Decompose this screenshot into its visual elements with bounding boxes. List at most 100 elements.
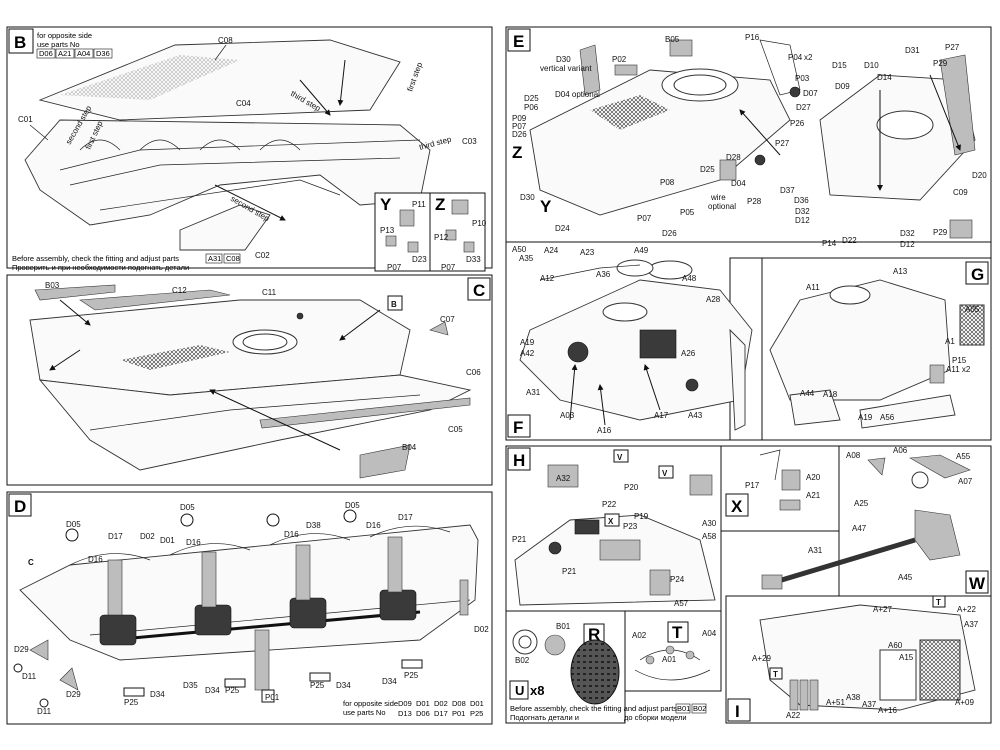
- label-c: C: [28, 558, 34, 567]
- label-p14: P14: [822, 239, 837, 248]
- lower-hull: [24, 119, 431, 226]
- label-a27: A+27: [873, 605, 892, 614]
- label-d07: D07: [803, 89, 818, 98]
- part-id: B02: [693, 704, 706, 713]
- label-a56: A56: [880, 413, 895, 422]
- label-d10: D10: [864, 61, 879, 70]
- panel-letter-t: T: [672, 623, 683, 642]
- label-c11: C11: [262, 288, 277, 297]
- label-a47: A47: [852, 524, 867, 533]
- label-d04-optional: D04 optional: [555, 90, 600, 99]
- label-wire: wire: [710, 193, 726, 202]
- label-p11: P11: [412, 200, 426, 209]
- label-a08: A08: [846, 451, 861, 460]
- label-p29: P29: [933, 59, 948, 68]
- wheel-disc-b01: [544, 634, 566, 656]
- label-b04: B04: [402, 443, 417, 452]
- sight-box: [639, 329, 677, 359]
- road-wheel-tire: [570, 639, 620, 705]
- label-a22: A22: [786, 711, 801, 720]
- label-p26: P26: [790, 119, 805, 128]
- part-id: P25: [470, 709, 483, 718]
- label-a19: A19: [858, 413, 873, 422]
- label-a22: A+22: [957, 605, 976, 614]
- part-id: A21: [58, 49, 71, 58]
- label-d16: D16: [366, 521, 381, 530]
- label-a25: A25: [854, 499, 869, 508]
- label-a29: A+29: [752, 654, 771, 663]
- label-p07: P07: [512, 122, 527, 131]
- note-line: for opposite side: [37, 31, 92, 40]
- label-d02: D02: [474, 625, 489, 634]
- label-a11-x2: A11 x2: [946, 365, 971, 374]
- label-p07: P07: [637, 214, 652, 223]
- label-a1: A1: [945, 337, 955, 346]
- label-p16: P16: [745, 33, 760, 42]
- label-p08: P08: [660, 178, 675, 187]
- label-p21: P21: [562, 567, 577, 576]
- label-a15: A15: [899, 653, 914, 662]
- part-c12: [79, 289, 231, 311]
- label-d16: D16: [88, 555, 103, 564]
- label-a37: A37: [862, 700, 877, 709]
- part-labels-g: A11 A13 A05 A1 P15 A11 x2 A44 A18 A19 A5…: [800, 267, 980, 422]
- part-id: D01: [470, 699, 484, 708]
- callout-x: X: [608, 517, 614, 526]
- label-a45: A45: [898, 573, 913, 582]
- callout-v: V: [662, 469, 668, 478]
- label-a16: A+16: [878, 706, 897, 715]
- label-d24: D24: [555, 224, 570, 233]
- label-d34: D34: [150, 690, 165, 699]
- label-d14: D14: [877, 73, 892, 82]
- footer-note-en: Before assembly, check the fitting and a…: [12, 254, 179, 263]
- label-p25: P25: [225, 686, 240, 695]
- callout-u: U: [515, 683, 524, 698]
- label-p22: P22: [602, 500, 617, 509]
- label-a42: A42: [520, 349, 535, 358]
- panel-letter-w: W: [969, 574, 986, 593]
- label-a02: A02: [632, 631, 647, 640]
- panel-letter-c: C: [473, 281, 485, 300]
- label-p02: P02: [612, 55, 627, 64]
- part-id: D36: [96, 49, 110, 58]
- label-d38: D38: [306, 521, 321, 530]
- part-b03: [34, 284, 116, 301]
- label-d02: D02: [140, 532, 155, 541]
- panel-r: R B01 B02 U x8: [509, 622, 620, 705]
- part-id: D06: [39, 49, 53, 58]
- label-a06: A06: [893, 446, 908, 455]
- label-p29: P29: [933, 228, 948, 237]
- label-d17: D17: [108, 532, 123, 541]
- gun-mantlet: [914, 509, 961, 561]
- label-a44: A44: [800, 389, 815, 398]
- label-p27: P27: [775, 139, 790, 148]
- label-d01: D01: [160, 536, 175, 545]
- panel-g: G A11 A13 A05 A1 P15 A11 x2 A44 A18 A19 …: [769, 261, 989, 429]
- callout-z: Z: [512, 143, 522, 162]
- label-a11: A11: [806, 283, 820, 292]
- panel-w: W A08 A06 A55 A07 A25 A47 A31 A45: [761, 446, 989, 594]
- label-a58: A58: [702, 532, 717, 541]
- label-d11: D11: [37, 707, 52, 716]
- part-id: A31: [208, 254, 221, 263]
- label-d25: D25: [524, 94, 539, 103]
- label-a35: A35: [519, 254, 534, 263]
- footer-note: for opposite side: [343, 699, 398, 708]
- label-a48: A48: [682, 274, 697, 283]
- label-a30: A30: [702, 519, 717, 528]
- part-id: D06: [416, 709, 430, 718]
- label-d32: D32: [795, 207, 810, 216]
- label-d25: D25: [700, 165, 715, 174]
- label-p27: P27: [945, 43, 960, 52]
- label-d15: D15: [832, 61, 847, 70]
- label-p24: P24: [670, 575, 685, 584]
- label-p21: P21: [512, 535, 527, 544]
- part-id: C08: [226, 254, 240, 263]
- part-id: A04: [77, 49, 90, 58]
- label-c05: C05: [448, 425, 463, 434]
- label-a55: A55: [956, 452, 971, 461]
- label-p28: P28: [747, 197, 762, 206]
- label-d12: D12: [900, 240, 915, 249]
- label-a20: A20: [806, 473, 821, 482]
